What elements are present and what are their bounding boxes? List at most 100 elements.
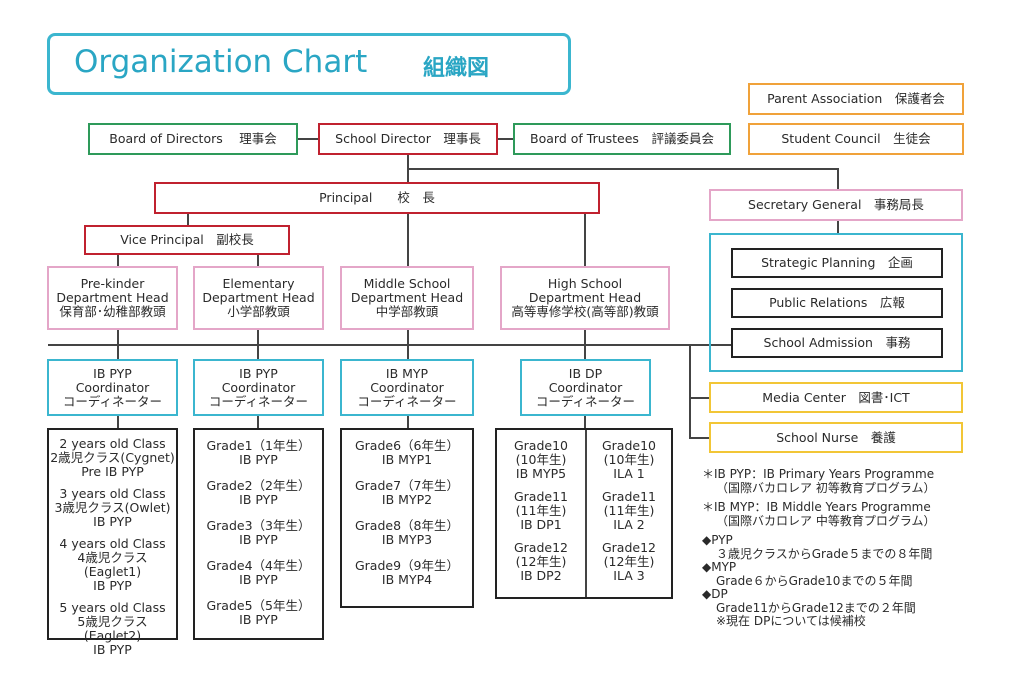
list-item: Grade1（1年生） IB PYP	[195, 439, 322, 467]
list-item: 3 years old Class 3歳児クラス(Owlet) IB PYP	[49, 487, 176, 529]
class-program: IB PYP	[93, 578, 132, 593]
class-name-jp: 4歳児クラス(Eaglet1)	[77, 550, 148, 579]
class-name: 3 years old Class	[59, 486, 166, 501]
coord-line2: Coordinator	[370, 379, 444, 395]
elementary-head-box: Elementary Department Head 小学部教頭	[193, 266, 324, 330]
note-myp-jp: （国際バカロレア 中等教育プログラム）	[716, 513, 936, 528]
prek-head-box: Pre-kinder Department Head 保育部･幼稚部教頭	[47, 266, 178, 330]
note-myp-description: Grade６からGrade10までの５年間	[716, 573, 913, 588]
list-item: Grade10 (10年生) IB MYP5	[497, 439, 585, 481]
list-item: Grade11 (11年生) IB DP1	[497, 490, 585, 532]
grade-name-jp: (10年生)	[515, 452, 567, 467]
list-item: 2 years old Class 2歳児クラス(Cygnet) Pre IB …	[49, 437, 176, 479]
coord-line1: IB MYP	[385, 365, 429, 381]
principal-label: Principal 校 長	[319, 190, 435, 205]
class-name-jp: 5歳児クラス(Eaglet2)	[77, 614, 148, 643]
secretary-general-label: Secretary General 事務局長	[748, 197, 924, 212]
note-pyp-heading: ◆PYP	[702, 533, 733, 547]
prek-classes-list: 2 years old Class 2歳児クラス(Cygnet) Pre IB …	[47, 428, 178, 657]
dp-coordinator-box: IB DP Coordinator コーディネーター	[520, 359, 651, 416]
board-of-trustees-box: Board of Trustees 評議委員会	[513, 123, 731, 155]
myp-coordinator-box: IB MYP Coordinator コーディネーター	[340, 359, 474, 416]
grade-name: Grade2（2年生）	[206, 478, 311, 493]
grade-program: IB PYP	[239, 532, 278, 547]
prek-head-line2: Department Head	[56, 290, 169, 305]
note-pyp-jp: （国際バカロレア 初等教育プログラム）	[716, 480, 936, 495]
grade-name: Grade7（7年生）	[354, 478, 460, 493]
middle-grades-list: Grade6（6年生） IB MYP1 Grade7（7年生） IB MYP2 …	[340, 428, 474, 608]
student-council-label: Student Council 生徒会	[781, 131, 931, 146]
strategic-planning-label: Strategic Planning 企画	[761, 255, 913, 270]
class-program: Pre IB PYP	[81, 464, 144, 479]
coord-line3: コーディネーター	[208, 393, 309, 409]
public-relations-box: Public Relations 広報	[731, 288, 943, 318]
note-myp-definition: ＊IB MYP：IB Middle Years Programme	[702, 500, 931, 514]
grade-name: Grade4（4年生）	[206, 558, 311, 573]
grade-name: Grade10	[601, 438, 657, 453]
column-divider	[585, 430, 587, 597]
title-banner: Organization Chart 組織図	[47, 33, 571, 95]
grade-name: Grade11	[601, 489, 657, 504]
pyp-coordinator-prek-box: IB PYP Coordinator コーディネーター	[47, 359, 178, 416]
grade-name-jp: (11年生)	[515, 503, 567, 518]
high-head-line3: 高等専修学校(高等部)教頭	[511, 304, 659, 319]
vice-principal-box: Vice Principal 副校長	[84, 225, 290, 255]
high-head-box: High School Department Head 高等専修学校(高等部)教…	[500, 266, 670, 330]
elementary-head-line1: Elementary	[222, 276, 295, 291]
list-item: Grade2（2年生） IB PYP	[195, 479, 322, 507]
grade-program: ILA 3	[613, 568, 645, 583]
school-director-label: School Director 理事長	[335, 131, 481, 146]
grade-program: IB DP1	[520, 517, 562, 532]
vice-principal-label: Vice Principal 副校長	[120, 232, 254, 247]
list-item: 5 years old Class 5歳児クラス(Eaglet2) IB PYP	[49, 601, 176, 657]
coord-line3: コーディネーター	[535, 393, 636, 409]
coord-line3: コーディネーター	[357, 393, 457, 409]
list-item: Grade3（3年生） IB PYP	[195, 519, 322, 547]
media-center-box: Media Center 図書･ICT	[709, 382, 963, 413]
board-of-directors-box: Board of Directors 理事会	[88, 123, 298, 155]
note-pyp-definition: ＊IB PYP：IB Primary Years Programme	[702, 467, 935, 481]
grade-program: IB MYP2	[381, 492, 433, 507]
grade-name-jp: (10年生)	[603, 452, 655, 467]
grade-program: IB MYP1	[381, 452, 433, 467]
grade-program: IB PYP	[239, 492, 278, 507]
note-myp-heading: ◆MYP	[702, 560, 737, 574]
class-name: 4 years old Class	[59, 536, 166, 551]
coord-line1: IB DP	[568, 365, 603, 381]
note-pyp-description: ３歳児クラスからGrade５までの８年間	[716, 546, 933, 561]
grade-name: Grade10	[513, 438, 569, 453]
list-item: 4 years old Class 4歳児クラス(Eaglet1) IB PYP	[49, 537, 176, 593]
note-dp-candidate: ※現在 DPについては候補校	[716, 614, 866, 628]
parent-association-label: Parent Association 保護者会	[767, 91, 945, 106]
page-title-jp: 組織図	[423, 56, 490, 81]
parent-association-box: Parent Association 保護者会	[748, 83, 964, 115]
administration-group	[709, 233, 963, 372]
elementary-head-line3: 小学部教頭	[227, 304, 290, 319]
grade-name: Grade1（1年生）	[206, 438, 311, 453]
board-of-trustees-label: Board of Trustees 評議委員会	[530, 131, 714, 146]
grade-name: Grade12	[513, 540, 569, 555]
list-item: Grade12 (12年生) IB DP2	[497, 541, 585, 583]
grade-name: Grade12	[601, 540, 657, 555]
middle-head-line1: Middle School	[363, 276, 451, 291]
school-director-box: School Director 理事長	[318, 123, 498, 155]
media-center-label: Media Center 図書･ICT	[762, 389, 910, 405]
class-name: 5 years old Class	[59, 600, 166, 615]
grade-program: IB MYP4	[381, 572, 433, 587]
grade-name: Grade9（9年生）	[354, 558, 460, 573]
elementary-head-line2: Department Head	[202, 290, 315, 305]
prek-head-line1: Pre-kinder	[80, 276, 145, 291]
list-item: Grade5（5年生） IB PYP	[195, 599, 322, 627]
high-head-line2: Department Head	[528, 290, 642, 305]
grade-program: IB MYP3	[381, 532, 433, 547]
board-of-directors-label: Board of Directors 理事会	[109, 131, 277, 146]
grade-name: Grade6（6年生）	[354, 438, 460, 453]
grade-program: ILA 1	[613, 466, 645, 481]
page-title: Organization Chart	[74, 44, 368, 80]
list-item: Grade11 (11年生) ILA 2	[587, 490, 671, 532]
grade-name-jp: (12年生)	[515, 554, 567, 569]
ila-track-list: Grade10 (10年生) ILA 1 Grade11 (11年生) ILA …	[587, 439, 671, 583]
grade-name: Grade5（5年生）	[206, 598, 311, 613]
list-item: Grade4（4年生） IB PYP	[195, 559, 322, 587]
high-head-line1: High School	[547, 276, 623, 291]
